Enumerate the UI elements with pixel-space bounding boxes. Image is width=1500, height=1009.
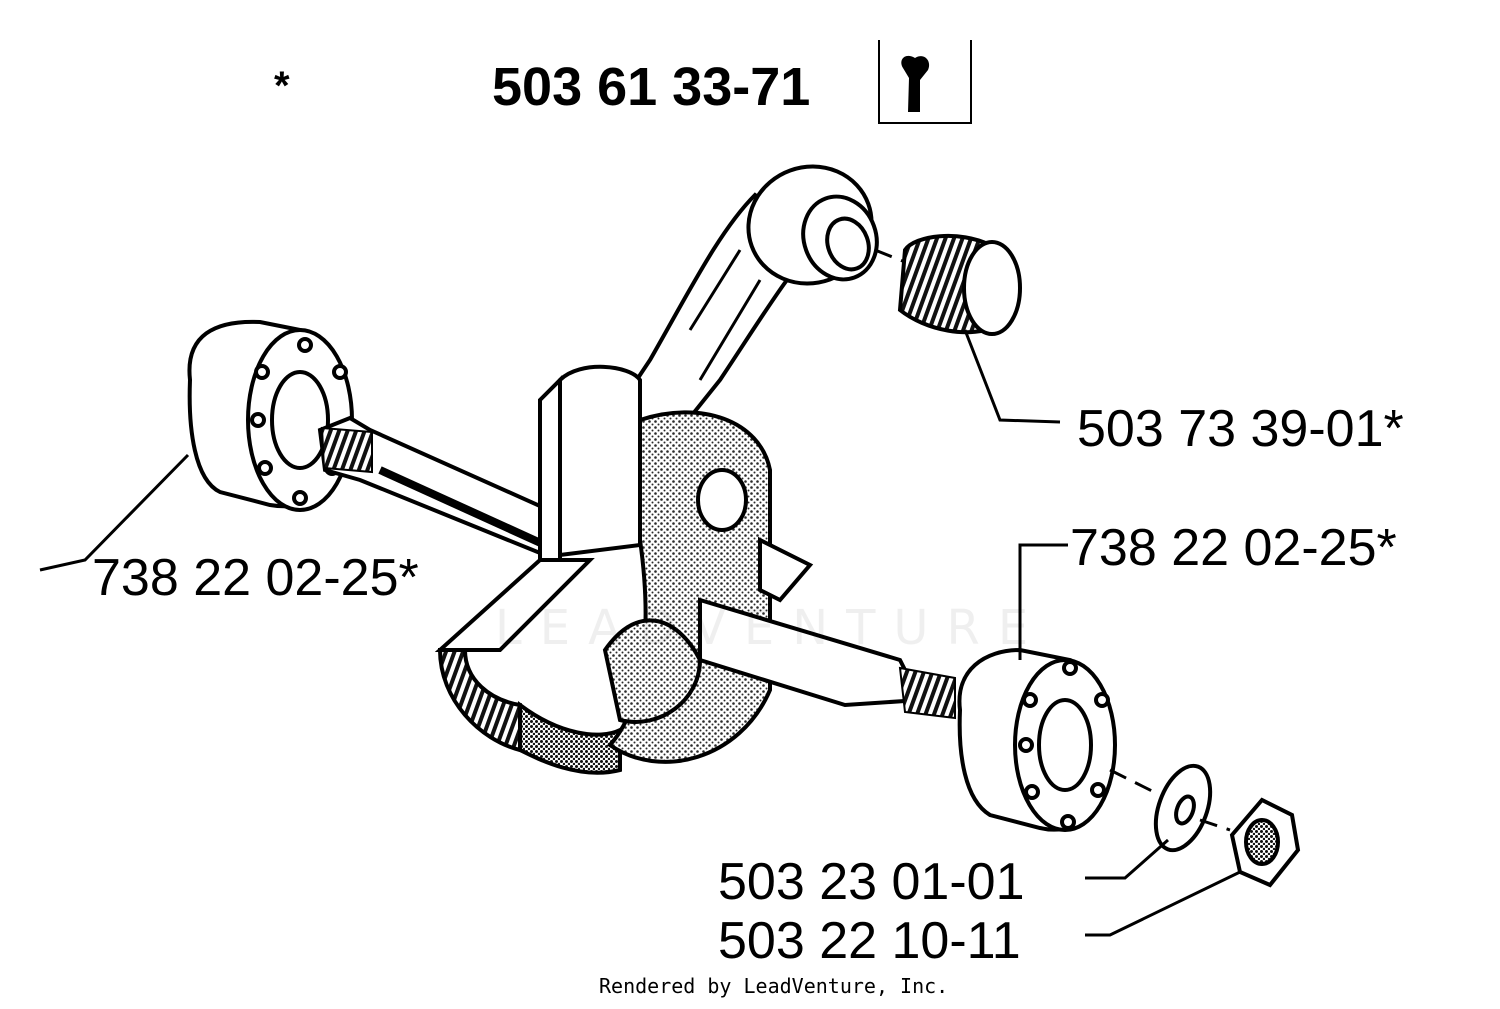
- leader-lines: [39, 329, 1241, 937]
- callout-nut: 503 22 10-11: [718, 912, 1021, 970]
- wrench-icon: [901, 55, 930, 112]
- assembly-part-number: 503 61 33-71: [492, 57, 811, 117]
- watermark: LEADVENTURE: [495, 600, 1047, 656]
- leader-nut: [1085, 870, 1241, 937]
- leader-washer: [1085, 838, 1169, 880]
- connecting-rod: [606, 164, 879, 433]
- callout-bearing-left: 738 22 02-25*: [92, 549, 419, 607]
- render-credit: Rendered by LeadVenture, Inc.: [599, 974, 949, 998]
- callout-bearing-right: 738 22 02-25*: [1070, 519, 1397, 577]
- needle-bearing: [897, 233, 1022, 336]
- callout-needle-bearing: 503 73 39-01*: [1077, 400, 1404, 458]
- crank-counterweight: [434, 364, 814, 775]
- washer: [1153, 763, 1213, 853]
- leader-bearing-left: [39, 453, 190, 572]
- leader-needle-bearing: [963, 329, 1061, 424]
- header-asterisk: *: [274, 64, 290, 108]
- tool-box: [878, 40, 972, 124]
- crankshaft-left-shaft: [317, 415, 563, 558]
- assembly-axis-lines: [874, 248, 1231, 832]
- crankshaft-right-shaft: [698, 597, 956, 720]
- left-ball-bearing: [187, 319, 354, 512]
- hex-nut: [1229, 797, 1301, 888]
- callout-washer: 503 23 01-01: [718, 853, 1025, 911]
- right-ball-bearing: [957, 647, 1117, 832]
- leader-bearing-right: [1018, 543, 1068, 660]
